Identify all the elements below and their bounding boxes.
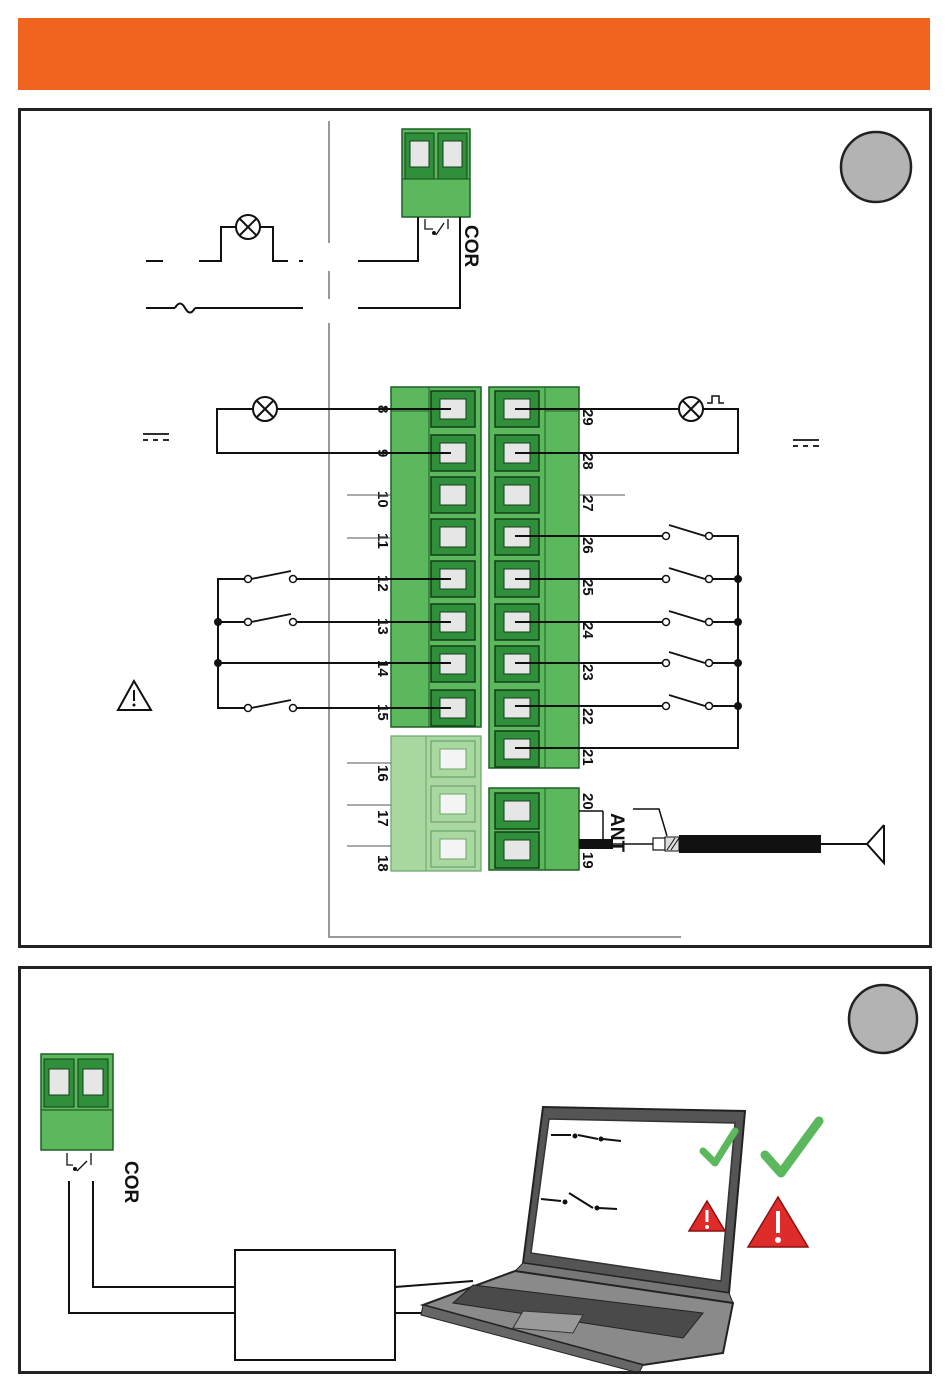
switch-contact [706, 619, 713, 626]
switch-contact [245, 619, 252, 626]
screw-terminal [495, 690, 539, 726]
switch-contact [663, 619, 670, 626]
switch-contact [706, 576, 713, 583]
terminal-number: 19 [579, 852, 596, 869]
terminal-number: 20 [579, 793, 596, 810]
terminal-number: 13 [374, 618, 391, 635]
switch-contact [706, 660, 713, 667]
terminal-number: 18 [374, 855, 391, 872]
switch-contact [251, 700, 291, 708]
switch-contact [290, 705, 297, 712]
screw-terminal [431, 477, 475, 513]
header-bar [18, 18, 930, 90]
terminal-number: 27 [579, 495, 596, 512]
antenna-icon [821, 825, 884, 863]
switch-contact [251, 571, 291, 579]
terminal-number: 11 [374, 533, 391, 549]
terminal-number: 29 [579, 409, 596, 426]
switch-contact [245, 576, 252, 583]
terminal-number: 22 [579, 708, 596, 725]
cor-label: COR [460, 225, 481, 268]
switch-contact [290, 619, 297, 626]
terminal-number: 17 [374, 810, 391, 827]
coax-cable [679, 835, 821, 853]
screw-terminal [431, 519, 475, 555]
switch-contact [669, 652, 705, 663]
terminal-number: 25 [579, 579, 596, 596]
terminal-number: 21 [579, 749, 596, 766]
dc-symbol-icon [143, 434, 169, 440]
switch-contact [251, 614, 291, 622]
cor-label: COR [120, 1161, 141, 1204]
switch-contact [706, 533, 713, 540]
switch-contact [290, 576, 297, 583]
switch-contact [663, 703, 670, 710]
interface-box [235, 1250, 395, 1360]
terminal-number: 24 [579, 622, 596, 639]
wiring-diagram: COR 891011121314151617182928272625242322… [21, 111, 929, 945]
screw-terminal [495, 793, 539, 829]
warning-icon [118, 681, 151, 710]
switch-contact [663, 533, 670, 540]
terminal-number: 26 [579, 537, 596, 554]
screw-terminal [431, 831, 475, 867]
terminal-number: 10 [374, 491, 391, 508]
check-icon [765, 1121, 819, 1173]
screw-terminal [431, 786, 475, 822]
switch-contact [669, 695, 705, 706]
switch-contact [669, 611, 705, 622]
step-badge-icon [849, 985, 917, 1053]
switch-contact [663, 660, 670, 667]
pc-connection-panel: COR [18, 966, 932, 1374]
switch-contact [663, 576, 670, 583]
pc-diagram: COR [21, 969, 929, 1371]
terminal-number: 15 [374, 704, 391, 721]
warning-icon [748, 1197, 808, 1247]
terminal-number: 16 [374, 765, 391, 782]
terminal-number: 28 [579, 453, 596, 470]
cor-connector [402, 129, 470, 217]
terminal-number: 12 [374, 575, 391, 592]
screw-terminal [495, 477, 539, 513]
switch-contact [669, 568, 705, 579]
switch-contact [669, 525, 705, 536]
screw-terminal [495, 832, 539, 868]
terminal-number: 23 [579, 664, 596, 681]
laptop-icon [421, 1107, 745, 1371]
screw-terminal [431, 741, 475, 777]
switch-contact [245, 705, 252, 712]
cor-connector [41, 1054, 113, 1150]
step-badge-icon [841, 132, 911, 202]
ac-source-icon [175, 304, 195, 313]
switch-contact [706, 703, 713, 710]
ant-label: ANT [606, 813, 627, 852]
